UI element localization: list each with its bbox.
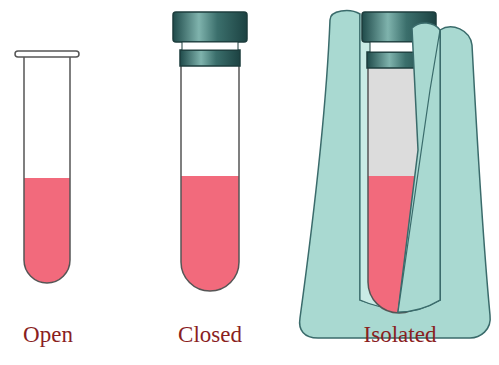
tube-label: Closed [178, 322, 242, 347]
open-tube [15, 51, 79, 283]
closed-tube [173, 12, 247, 291]
isolated-tube [300, 11, 491, 338]
tube-label: Open [23, 322, 73, 347]
tube-label: Isolated [364, 322, 437, 347]
